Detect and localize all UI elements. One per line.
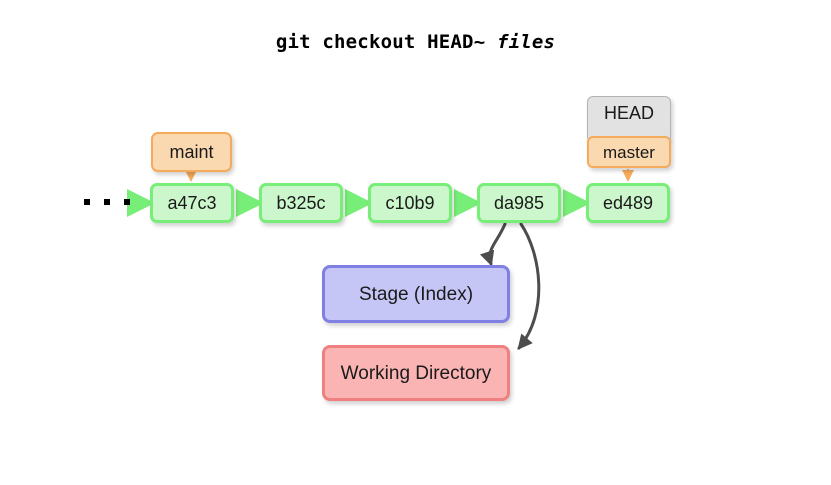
title-command: git checkout HEAD~ [275,31,497,53]
working-directory-box[interactable]: Working Directory [322,345,510,401]
title-argument: files [496,31,556,53]
commit-node-b325c[interactable]: b325c [259,183,343,223]
ellipsis-dot [104,199,110,205]
commit-node-da985[interactable]: da985 [477,183,561,223]
head-pointer[interactable]: HEAD [587,96,671,140]
commit-label: ed489 [602,193,654,213]
commit-node-ed489[interactable]: ed489 [586,183,670,223]
flow-arrow-da985-to-workdir [517,222,541,350]
commit-node-c10b9[interactable]: c10b9 [368,183,452,223]
commit-label: b325c [276,193,326,213]
branch-name: maint [169,142,214,162]
ellipsis-dot [84,199,90,205]
branch-name: master [603,142,655,162]
commit-node-a47c3[interactable]: a47c3 [150,183,234,223]
head-label: HEAD [603,103,654,123]
commit-label: c10b9 [385,193,435,213]
branch-label-master[interactable]: master [587,136,671,168]
history-ellipsis [84,196,130,208]
stage-index-box[interactable]: Stage (Index) [322,265,510,323]
commit-label: a47c3 [167,193,217,213]
commit-label: da985 [493,193,545,213]
workdir-label: Working Directory [340,362,492,384]
stage-label: Stage (Index) [358,283,474,305]
branch-label-maint[interactable]: maint [151,132,232,172]
page-title: git checkout HEAD~ files [0,31,831,53]
flow-arrow-da985-to-stage [479,222,507,267]
ellipsis-dot [124,199,130,205]
